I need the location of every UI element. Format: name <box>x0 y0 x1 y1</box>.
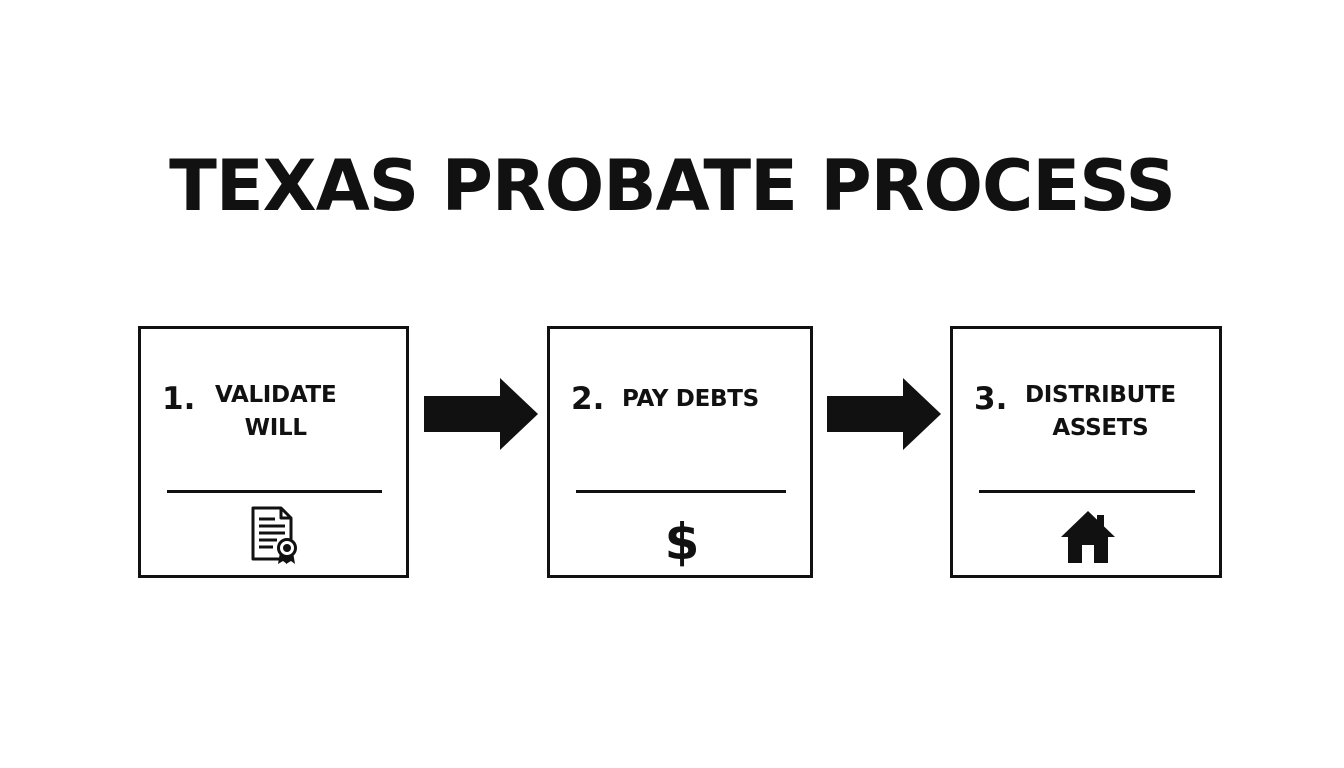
step-label: DISTRIBUTE ASSETS <box>1025 382 1176 441</box>
step-box-validate-will: 1. VALIDATE WILL <box>138 326 409 578</box>
step-divider <box>979 490 1195 493</box>
dollar-sign-icon: $ <box>665 513 700 567</box>
step-number: 3. <box>974 381 1008 417</box>
diagram-title: TEXAS PROBATE PROCESS <box>169 145 1176 227</box>
step-number: 2. <box>571 381 605 417</box>
step-box-distribute-assets: 3. DISTRIBUTE ASSETS <box>950 326 1222 578</box>
step-number: 1. <box>162 381 196 417</box>
svg-text:$: $ <box>665 513 700 567</box>
house-icon <box>1061 511 1115 563</box>
arrow-right-icon <box>827 378 941 450</box>
arrow-right-icon <box>424 378 538 450</box>
step-box-pay-debts: 2. PAY DEBTS $ <box>547 326 813 578</box>
step-label: VALIDATE WILL <box>215 382 337 441</box>
certificate-document-icon <box>251 506 297 564</box>
step-divider <box>576 490 786 493</box>
step-label: PAY DEBTS <box>622 386 759 412</box>
step-divider <box>167 490 382 493</box>
